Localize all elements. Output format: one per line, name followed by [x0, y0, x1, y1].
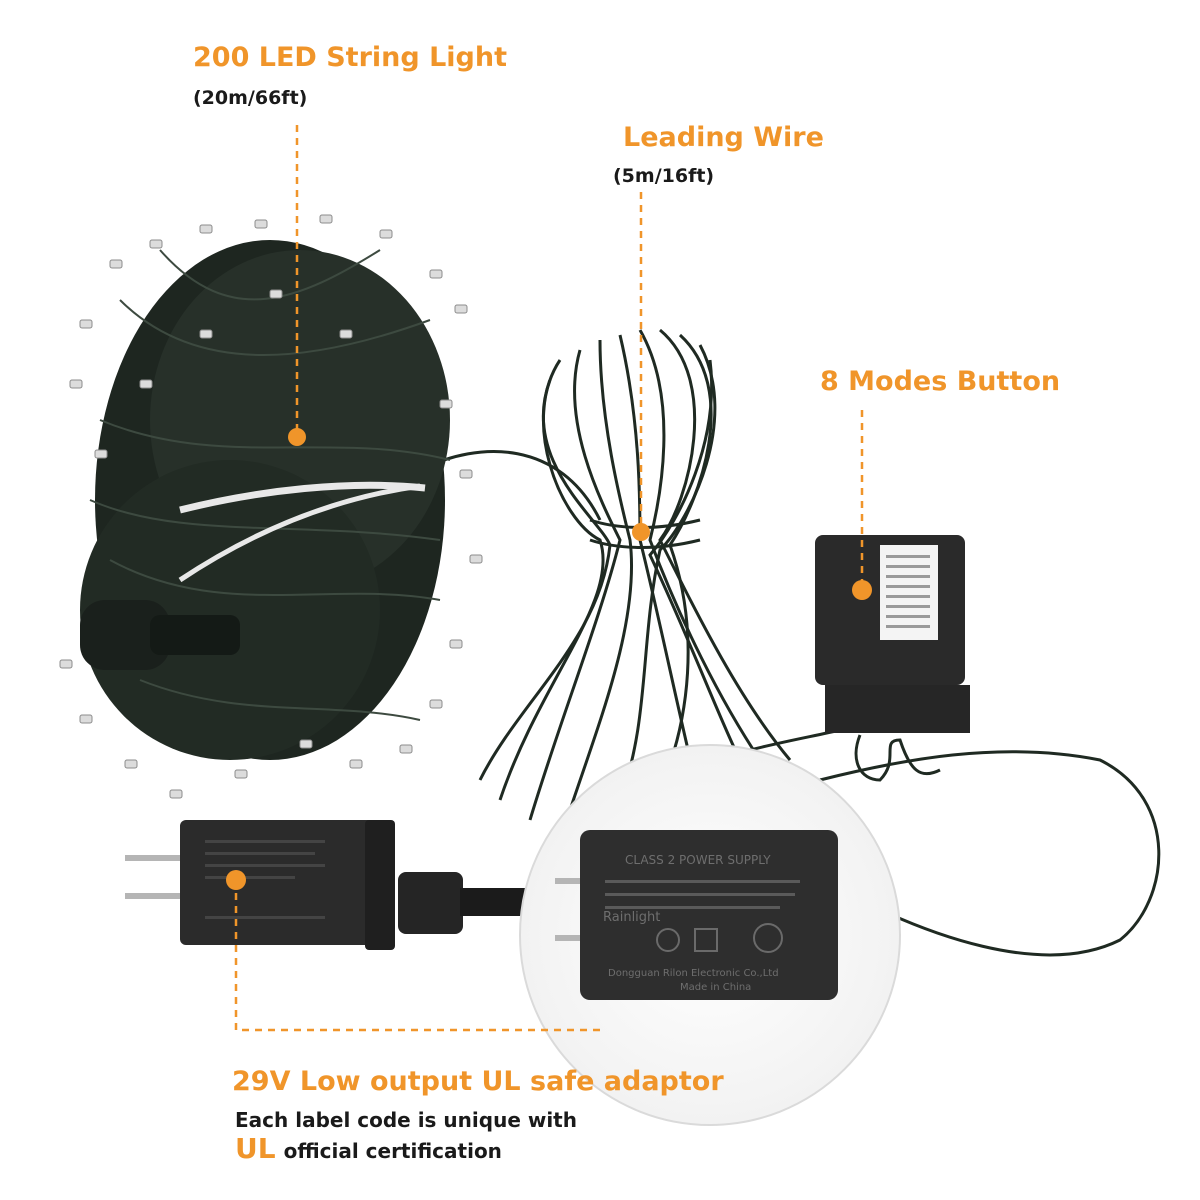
string-light-title: 200 LED String Light: [193, 42, 508, 73]
string-light-length: (20m/66ft): [193, 87, 308, 109]
adaptor-note-line1: Each label code is unique with: [235, 1108, 577, 1132]
adaptor-label-origin: Made in China: [680, 982, 752, 993]
leading-wire-length: (5m/16ft): [613, 165, 715, 187]
adaptor-label-line1: CLASS 2 POWER SUPPLY: [625, 853, 771, 867]
modes-button-title: 8 Modes Button: [820, 366, 1061, 397]
adaptor-note-line2: official certification: [283, 1139, 502, 1163]
magnified-adaptor-view: [519, 744, 901, 1126]
adaptor-note-line2-row: UL official certification: [235, 1132, 502, 1165]
callout-dots: [226, 428, 872, 890]
adaptor-label-brand: Rainlight: [603, 910, 661, 925]
power-adaptor-small: [125, 820, 550, 950]
adaptor-label-maker: Dongguan Rilon Electronic Co.,Ltd: [608, 968, 779, 979]
callout-leaders: [234, 125, 864, 1032]
led-string-bundle: [59, 214, 483, 799]
mode-controller: [815, 535, 970, 733]
ul-mark: UL: [235, 1132, 276, 1165]
leading-wire-title: Leading Wire: [623, 122, 824, 153]
adaptor-title: 29V Low output UL safe adaptor: [232, 1066, 724, 1097]
